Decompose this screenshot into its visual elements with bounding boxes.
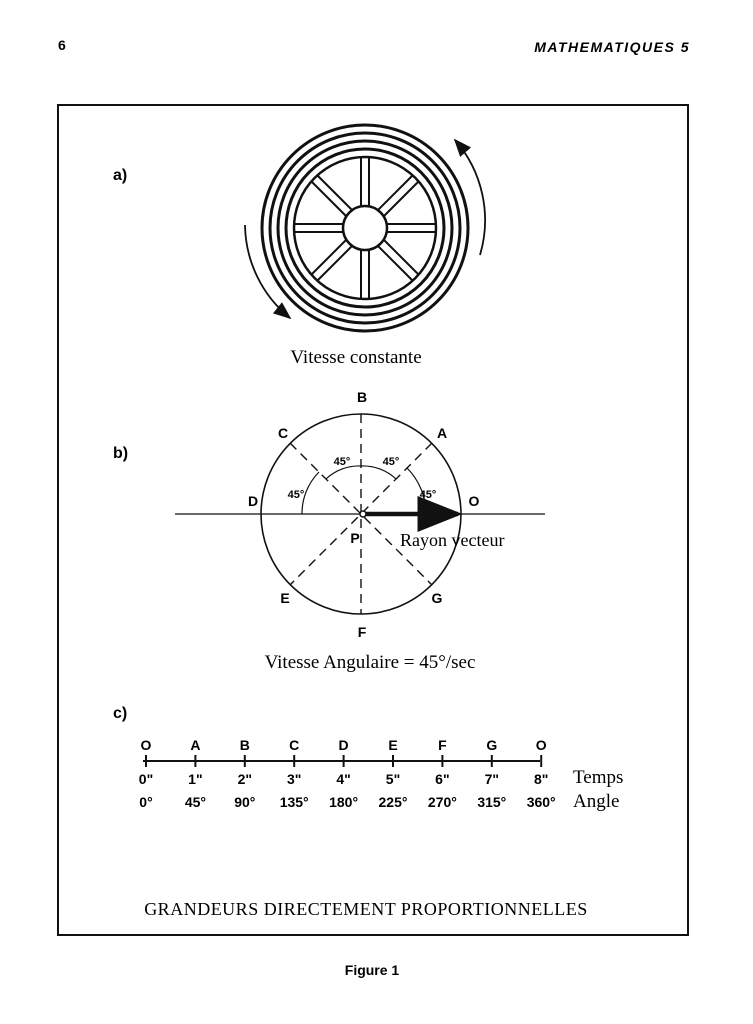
part-a-caption: Vitesse constante — [290, 347, 421, 368]
point-a: A — [437, 425, 447, 441]
figure-title: GRANDEURS DIRECTEMENT PROPORTIONNELLES — [144, 899, 588, 919]
angle-row-label: Angle — [573, 791, 619, 812]
timeline-time-value: 8" — [534, 771, 548, 787]
angular-circle-diagram — [175, 413, 545, 615]
point-c: C — [278, 425, 288, 441]
angle-label: 45° — [383, 456, 400, 468]
radius-vector-label: Rayon vecteur — [400, 530, 504, 550]
wheel-illustration — [260, 123, 470, 333]
timeline-point-label: B — [240, 737, 250, 753]
point-o: O — [469, 493, 480, 509]
timeline-angle-value: 0° — [139, 794, 152, 810]
timeline-point-label: A — [190, 737, 200, 753]
point-g: G — [432, 590, 443, 606]
part-c-label: c) — [113, 705, 127, 722]
timeline-point-label: E — [388, 737, 397, 753]
figure-frame — [57, 104, 689, 936]
timeline-point-label: O — [141, 737, 152, 753]
timeline-angle-value: 180° — [329, 794, 358, 810]
timeline-angle-value: 225° — [379, 794, 408, 810]
timeline-time-value: 7" — [485, 771, 499, 787]
figure-caption: Figure 1 — [345, 962, 400, 978]
timeline-time-value: 1" — [188, 771, 202, 787]
point-d: D — [248, 493, 258, 509]
page-number: 6 — [58, 37, 66, 53]
rotation-arrow-icon — [453, 138, 486, 256]
angle-label: 45° — [420, 489, 437, 501]
point-f: F — [358, 624, 367, 640]
timeline-angle-value: 90° — [234, 794, 255, 810]
timeline-point-label: G — [486, 737, 497, 753]
part-b-caption: Vitesse Angulaire = 45°/sec — [265, 652, 476, 673]
point-b: B — [357, 389, 367, 405]
point-p: P — [350, 530, 359, 546]
timeline-time-value: 5" — [386, 771, 400, 787]
timeline-point-label: C — [289, 737, 299, 753]
point-e: E — [280, 590, 289, 606]
angle-label: 45° — [334, 456, 351, 468]
book-title: MATHEMATIQUES 5 — [534, 39, 690, 55]
timeline-angle-value: 315° — [477, 794, 506, 810]
timeline-point-label: F — [438, 737, 447, 753]
timeline-point-label: O — [536, 737, 547, 753]
timeline-angle-value: 270° — [428, 794, 457, 810]
timeline-angle-value: 45° — [185, 794, 206, 810]
timeline-time-value: 6" — [435, 771, 449, 787]
angle-label: 45° — [288, 489, 305, 501]
part-a-label: a) — [113, 167, 127, 184]
timeline-angle-value: 360° — [527, 794, 556, 810]
part-b-label: b) — [113, 445, 128, 462]
circle-point-labels: B C A D O P E G F — [248, 389, 480, 640]
timeline-time-value: 2" — [238, 771, 252, 787]
time-label: Temps — [573, 767, 623, 788]
timeline-time-value: 0" — [139, 771, 153, 787]
timeline: O 0" 0° A 1" 45° B 2" 90° C 3" 135° D 4" 180° E 5" 225° F 6… — [139, 737, 556, 810]
timeline-point-label: D — [339, 737, 349, 753]
timeline-time-value: 4" — [336, 771, 350, 787]
timeline-time-value: 3" — [287, 771, 301, 787]
rotation-arrow-icon — [244, 224, 292, 320]
timeline-angle-value: 135° — [280, 794, 309, 810]
